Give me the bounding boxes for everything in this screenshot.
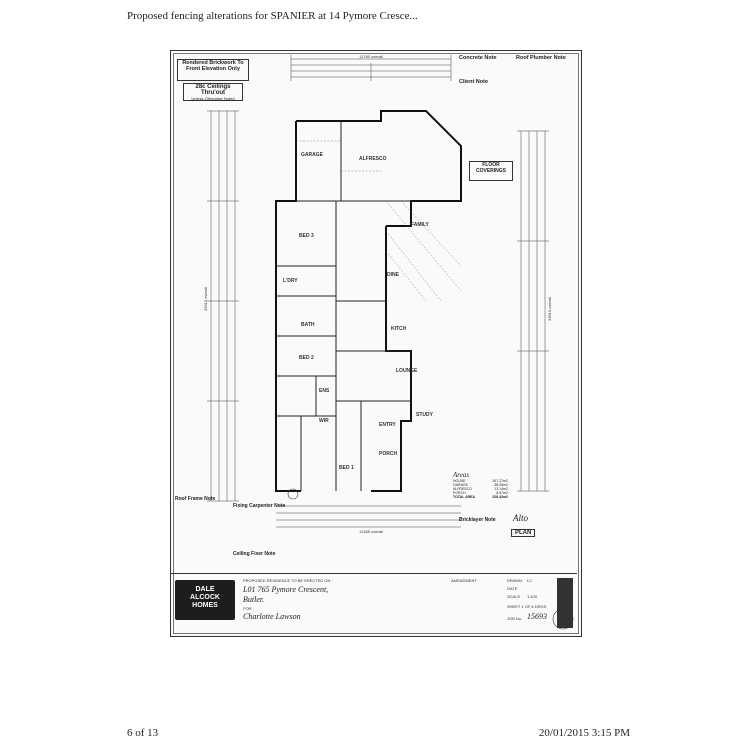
area-label: ALFRESCO <box>453 487 472 491</box>
room-garage: GARAGE <box>301 152 323 158</box>
areas-row: TOTAL AREA 228.42m2 <box>453 495 508 499</box>
areas-row: HOUSE 167.27m2 <box>453 479 508 483</box>
accreditation-badge <box>557 578 573 628</box>
left-overall-dimension: 33910 overall <box>203 287 208 311</box>
proposed-label: PROPOSED RESIDENCE TO BE ERECTED ON : <box>243 578 333 583</box>
page-header-title: Proposed fencing alterations for SPANIER… <box>127 10 418 22</box>
right-overall-dimension: 33910 overall <box>547 297 552 321</box>
alto-label: Alto <box>513 513 528 523</box>
scale-label: SCALE <box>507 594 521 599</box>
bottom-overall-dimension: 11385 overall <box>359 529 383 534</box>
top-overall-dimension: 11780 overall <box>359 54 383 59</box>
rendered-brickwork-note: Rendered Brickwork To Front Elevation On… <box>177 59 249 81</box>
areas-row: PORCH 8.57m2 <box>453 491 508 495</box>
page-timestamp: 20/01/2015 3:15 PM <box>538 727 630 739</box>
room-ens: ENS <box>319 388 330 394</box>
logo-line3: HOMES <box>192 602 218 609</box>
job-label: JOB No. <box>507 616 523 621</box>
ceilings-line1: 28c Ceilings Thru'out <box>195 84 231 96</box>
title-block: DALE ALCOCK HOMES PROPOSED RESIDENCE TO … <box>171 573 577 632</box>
area-label: PORCH <box>453 491 466 495</box>
ceiling-fixer-note-title: Ceiling Fixer Note <box>233 551 276 557</box>
ceilings-line2: Unless Otherwise Noted <box>191 96 235 101</box>
room-bed3: BED 3 <box>299 233 314 239</box>
client-name: Charlotte Lawson <box>243 612 301 621</box>
floor-coverings-box: FLOOR COVERINGS <box>469 161 513 181</box>
company-logo: DALE ALCOCK HOMES <box>175 580 235 620</box>
rendered-line1: Rendered Brickwork To <box>182 60 244 66</box>
address-line1: L01 765 Pymore Crescent, <box>243 585 329 594</box>
area-label: HOUSE <box>453 479 466 483</box>
room-ldry: L'DRY <box>283 278 298 284</box>
bricklayer-note-title: Bricklayer Note <box>459 517 496 523</box>
drawing-sheet: Rendered Brickwork To Front Elevation On… <box>170 50 582 637</box>
scale-value: 1:100 <box>527 594 538 599</box>
concrete-note-title: Concrete Note <box>459 55 497 61</box>
rendered-line2: Front Elevation Only <box>186 66 240 72</box>
drawn-label: DRAWN <box>507 578 522 583</box>
date-label: DATE <box>507 586 518 591</box>
floor-coverings-line2: COVERINGS <box>475 168 506 174</box>
area-value: 8.57m2 <box>496 491 508 495</box>
roof-frame-note-title: Roof Frame Note <box>175 496 216 502</box>
areas-row: ALFRESCO 13.14m2 <box>453 487 508 491</box>
area-value: 167.27m2 <box>492 479 508 483</box>
client-note-title: Client Note <box>459 79 489 85</box>
right-dimension-lines <box>517 130 549 492</box>
drawn-value: LC <box>527 578 533 583</box>
room-study: STUDY <box>416 412 433 418</box>
page-number: 6 of 13 <box>127 727 159 739</box>
left-dimension-lines <box>207 110 239 502</box>
room-bath: BATH <box>301 322 315 328</box>
room-kitch: KITCH <box>391 326 407 332</box>
room-bed1: BED 1 <box>339 465 354 471</box>
area-value: 228.42m2 <box>492 495 508 499</box>
address-line2: Butler. <box>243 595 265 604</box>
logo-line1: DALE <box>195 586 215 593</box>
ceilings-note: 28c Ceilings Thru'out Unless Otherwise N… <box>183 83 243 101</box>
room-entry: ENTRY <box>379 422 396 428</box>
fixing-carpenter-note-title: Fixing Carpenter Note <box>233 503 286 509</box>
top-dimension-lines <box>290 55 452 81</box>
area-value: 13.14m2 <box>494 487 508 491</box>
room-dine: DINE <box>387 272 399 278</box>
roof-plumber-note-title: Roof Plumber Note <box>516 55 566 61</box>
areas-table: Areas HOUSE 167.27m2 GARAGE 38.26m2 ALFR… <box>453 471 508 499</box>
sheet-label: SHEET 1 OF 8 DRGS <box>507 604 547 609</box>
room-porch: PORCH <box>379 451 398 457</box>
room-wir: WIR <box>319 418 329 424</box>
section-marker <box>287 488 299 500</box>
plan-label: PLAN <box>511 529 536 537</box>
areas-row: GARAGE 38.26m2 <box>453 483 508 487</box>
floor-coverings-line1: FLOOR <box>482 162 500 168</box>
bottom-dimension-lines <box>276 505 461 528</box>
for-label: FOR : <box>243 606 254 611</box>
job-number: 15693 <box>527 612 547 621</box>
area-value: 38.26m2 <box>494 483 508 487</box>
room-family: FAMILY <box>411 222 429 228</box>
area-label: GARAGE <box>453 483 468 487</box>
areas-title: Areas <box>453 471 470 479</box>
floor-plan: 11780 overall 11385 overall 33910 overal… <box>203 54 574 630</box>
sheet-border <box>173 53 579 634</box>
logo-line2: ALCOCK <box>190 594 220 601</box>
area-label: TOTAL AREA <box>453 495 476 499</box>
amendment-label: AMENDMENT <box>451 578 477 583</box>
internal-walls <box>276 121 411 491</box>
room-bed2: BED 2 <box>299 355 314 361</box>
room-alfresco: ALFRESCO <box>359 156 387 162</box>
room-lounge: LOUNGE <box>396 368 418 374</box>
hatch-lines <box>296 140 462 302</box>
